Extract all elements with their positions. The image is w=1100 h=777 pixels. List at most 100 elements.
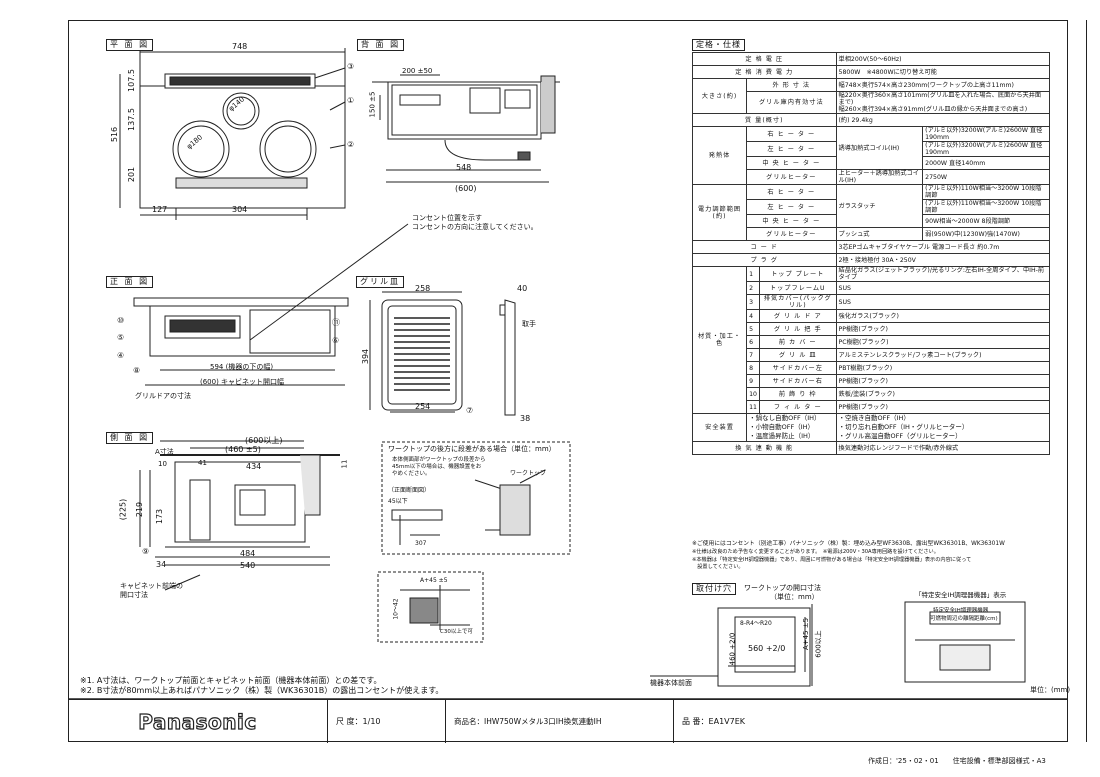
note-2: ※2. B寸法が80mm以上あればパナソニック（株）製（WK36301B）の露出… [80,686,444,695]
dim-10: 10 [158,460,167,468]
dim-258: 258 [415,284,431,293]
mini-b: 10〜42 [392,598,400,620]
back-body [387,81,542,140]
callout-9: ⑨ [142,547,150,556]
callout-3: ③ [347,62,355,71]
brand-cell: Panasonic [68,700,328,743]
label-box-t1: 特定安全IH調理器機器 [933,608,989,614]
callout-6: ⑥ [332,336,340,345]
label-box-t2: 可燃物周辺の離隔距離(cm) [930,616,998,622]
footer-text: 作成日：'25・02・01 住宅設備・標準部図様式・A3 [868,757,1046,765]
scale-cell: 尺 度：1/10 [328,700,446,743]
mount-a: A+45 ±5 [802,617,811,651]
grill-handle-label: 取手 [522,320,536,328]
mini-a: A+45 ±5 [420,577,448,584]
dim-594: 594 (機器の下の幅) [210,363,274,371]
dim-11: 11 [340,459,349,469]
dim-173: 173 [155,508,165,525]
front-view-tag: 正 面 図 [106,276,154,288]
spec-note-4: 設置してください。 [692,564,744,570]
spec-note-3: ※本機器は「特定安全IH調理器機器」であり、周囲に可燃物がある場合は「特定安全I… [692,557,972,563]
callout-10: ⑩ [117,316,125,325]
dim-254: 254 [415,402,431,411]
plan-view-tag: 平 面 図 [106,39,154,51]
dim-201: 201 [127,166,137,183]
dim-548: 548 [456,163,472,172]
unit-note: 単位：(mm) [1030,686,1071,694]
worktop-l3: やめください。 [392,471,431,477]
callout-11: ⑪ [332,318,340,327]
callout-8: ⑧ [133,366,141,375]
note-1: ※1. A寸法は、ワークトップ前面とキャビネット前面（機器本体前面）との差です。 [80,676,382,685]
worktop-title: ワークトップの後方に段差がある場合（単位：mm） [388,445,556,453]
front-top [133,297,349,307]
callout-2: ② [347,140,355,149]
dim-200: 200 ±50 [402,67,433,75]
worktop-l1: 本体側面部がワークトップの段差から [392,457,486,463]
grill-pan-tag: グリル皿 [356,276,404,288]
dim-600-min: (600以上) [245,436,283,445]
mount-w: 560 +2/0 [748,644,786,653]
grill-door-note: グリルドアの寸法 [135,392,191,400]
mount-r: 8-R4〜R20 [740,620,772,627]
callout-7: ⑦ [466,406,474,415]
callout-4: ④ [117,351,125,360]
mount-front: 機器本体前面 [650,679,692,687]
dim-540: 540 [240,561,256,570]
spec-header: 定格・仕様 [692,39,745,51]
worktop-section: （正面断面図） [388,487,431,494]
title-block: Panasonic 尺 度：1/10 商品名：IHW750Wメタル3口IH換気連… [68,699,1068,743]
dim-219: 219 [135,501,145,518]
mount-b: 600以上 [814,630,823,658]
part-cell: 品 番：EA1V7EK [674,700,1068,743]
callout-5: ⑤ [117,333,125,342]
worktop-d1: 45以下 [388,498,408,505]
worktop-d2: 307 [415,540,427,547]
dim-748: 748 [232,42,248,51]
spec-note-1: ※ご使用にはコンセント（別途工事）パナソニック（株）製：埋め込み型WF3630B… [692,541,1005,547]
dim-127: 127 [152,205,168,214]
name-cell: 商品名：IHW750Wメタル3口IH換気連動IH [446,700,674,743]
product-name: 商品名：IHW750Wメタル3口IH換気連動IH [454,717,602,726]
dim-107: 107.5 [126,69,136,92]
part-number: 品 番：EA1V7EK [682,717,746,726]
dim-484: 484 [240,549,256,558]
dim-41: 41 [198,459,207,467]
mount-unit: （単位：mm） [770,593,819,601]
dim-516: 516 [110,126,120,143]
worktop-label: ワークトップ [510,470,547,477]
sheet-edge-line [1086,20,1087,742]
scale-text: 尺 度：1/10 [336,717,381,726]
back-view-tag: 背 面 図 [357,39,405,51]
dim-600-cab: (600) キャビネット開口幅 [200,378,285,386]
mount-sub: ワークトップの開口寸法 [744,584,821,592]
cab-note-2: 開口寸法 [120,591,148,599]
dim-40: 40 [517,284,528,293]
dim-600: (600) [455,184,477,193]
dim-304: 304 [232,205,248,214]
mount-header: 取付け穴 [692,583,736,595]
dim-460: (460 ±5) [225,445,261,454]
dim-34: 34 [156,560,167,569]
dim-a: A寸法 [155,448,174,456]
callout-1: ① [347,96,355,105]
dim-225: (225) [118,498,128,521]
dim-38: 38 [520,414,531,423]
panasonic-logo: Panasonic [138,709,257,734]
dim-150: 150 ±5 [368,91,377,118]
cab-note-1: キャビネット前端の [120,582,183,590]
side-view-tag: 側 面 図 [106,432,154,444]
dim-434: 434 [246,462,262,471]
dim-394: 394 [361,348,371,365]
spec-note-2: ※仕様は改良のため予告なく変更することがあります。 ※電源は200V・30A専用… [692,549,939,555]
label-box-title: 「特定安全IH調理器機器」表示 [915,591,1007,599]
outlet-note-1: コンセント位置を示す [412,214,482,222]
mount-d: 460 +2/0 [728,632,737,666]
worktop-l2: 45mm以下の場合は、機器設置をお [392,464,482,470]
mini-c: C30以上で可 [440,629,473,635]
outlet-note-2: コンセントの方向に注意してください。 [412,223,538,231]
drawing-frame [68,20,1068,742]
dim-137: 137.5 [126,108,136,131]
